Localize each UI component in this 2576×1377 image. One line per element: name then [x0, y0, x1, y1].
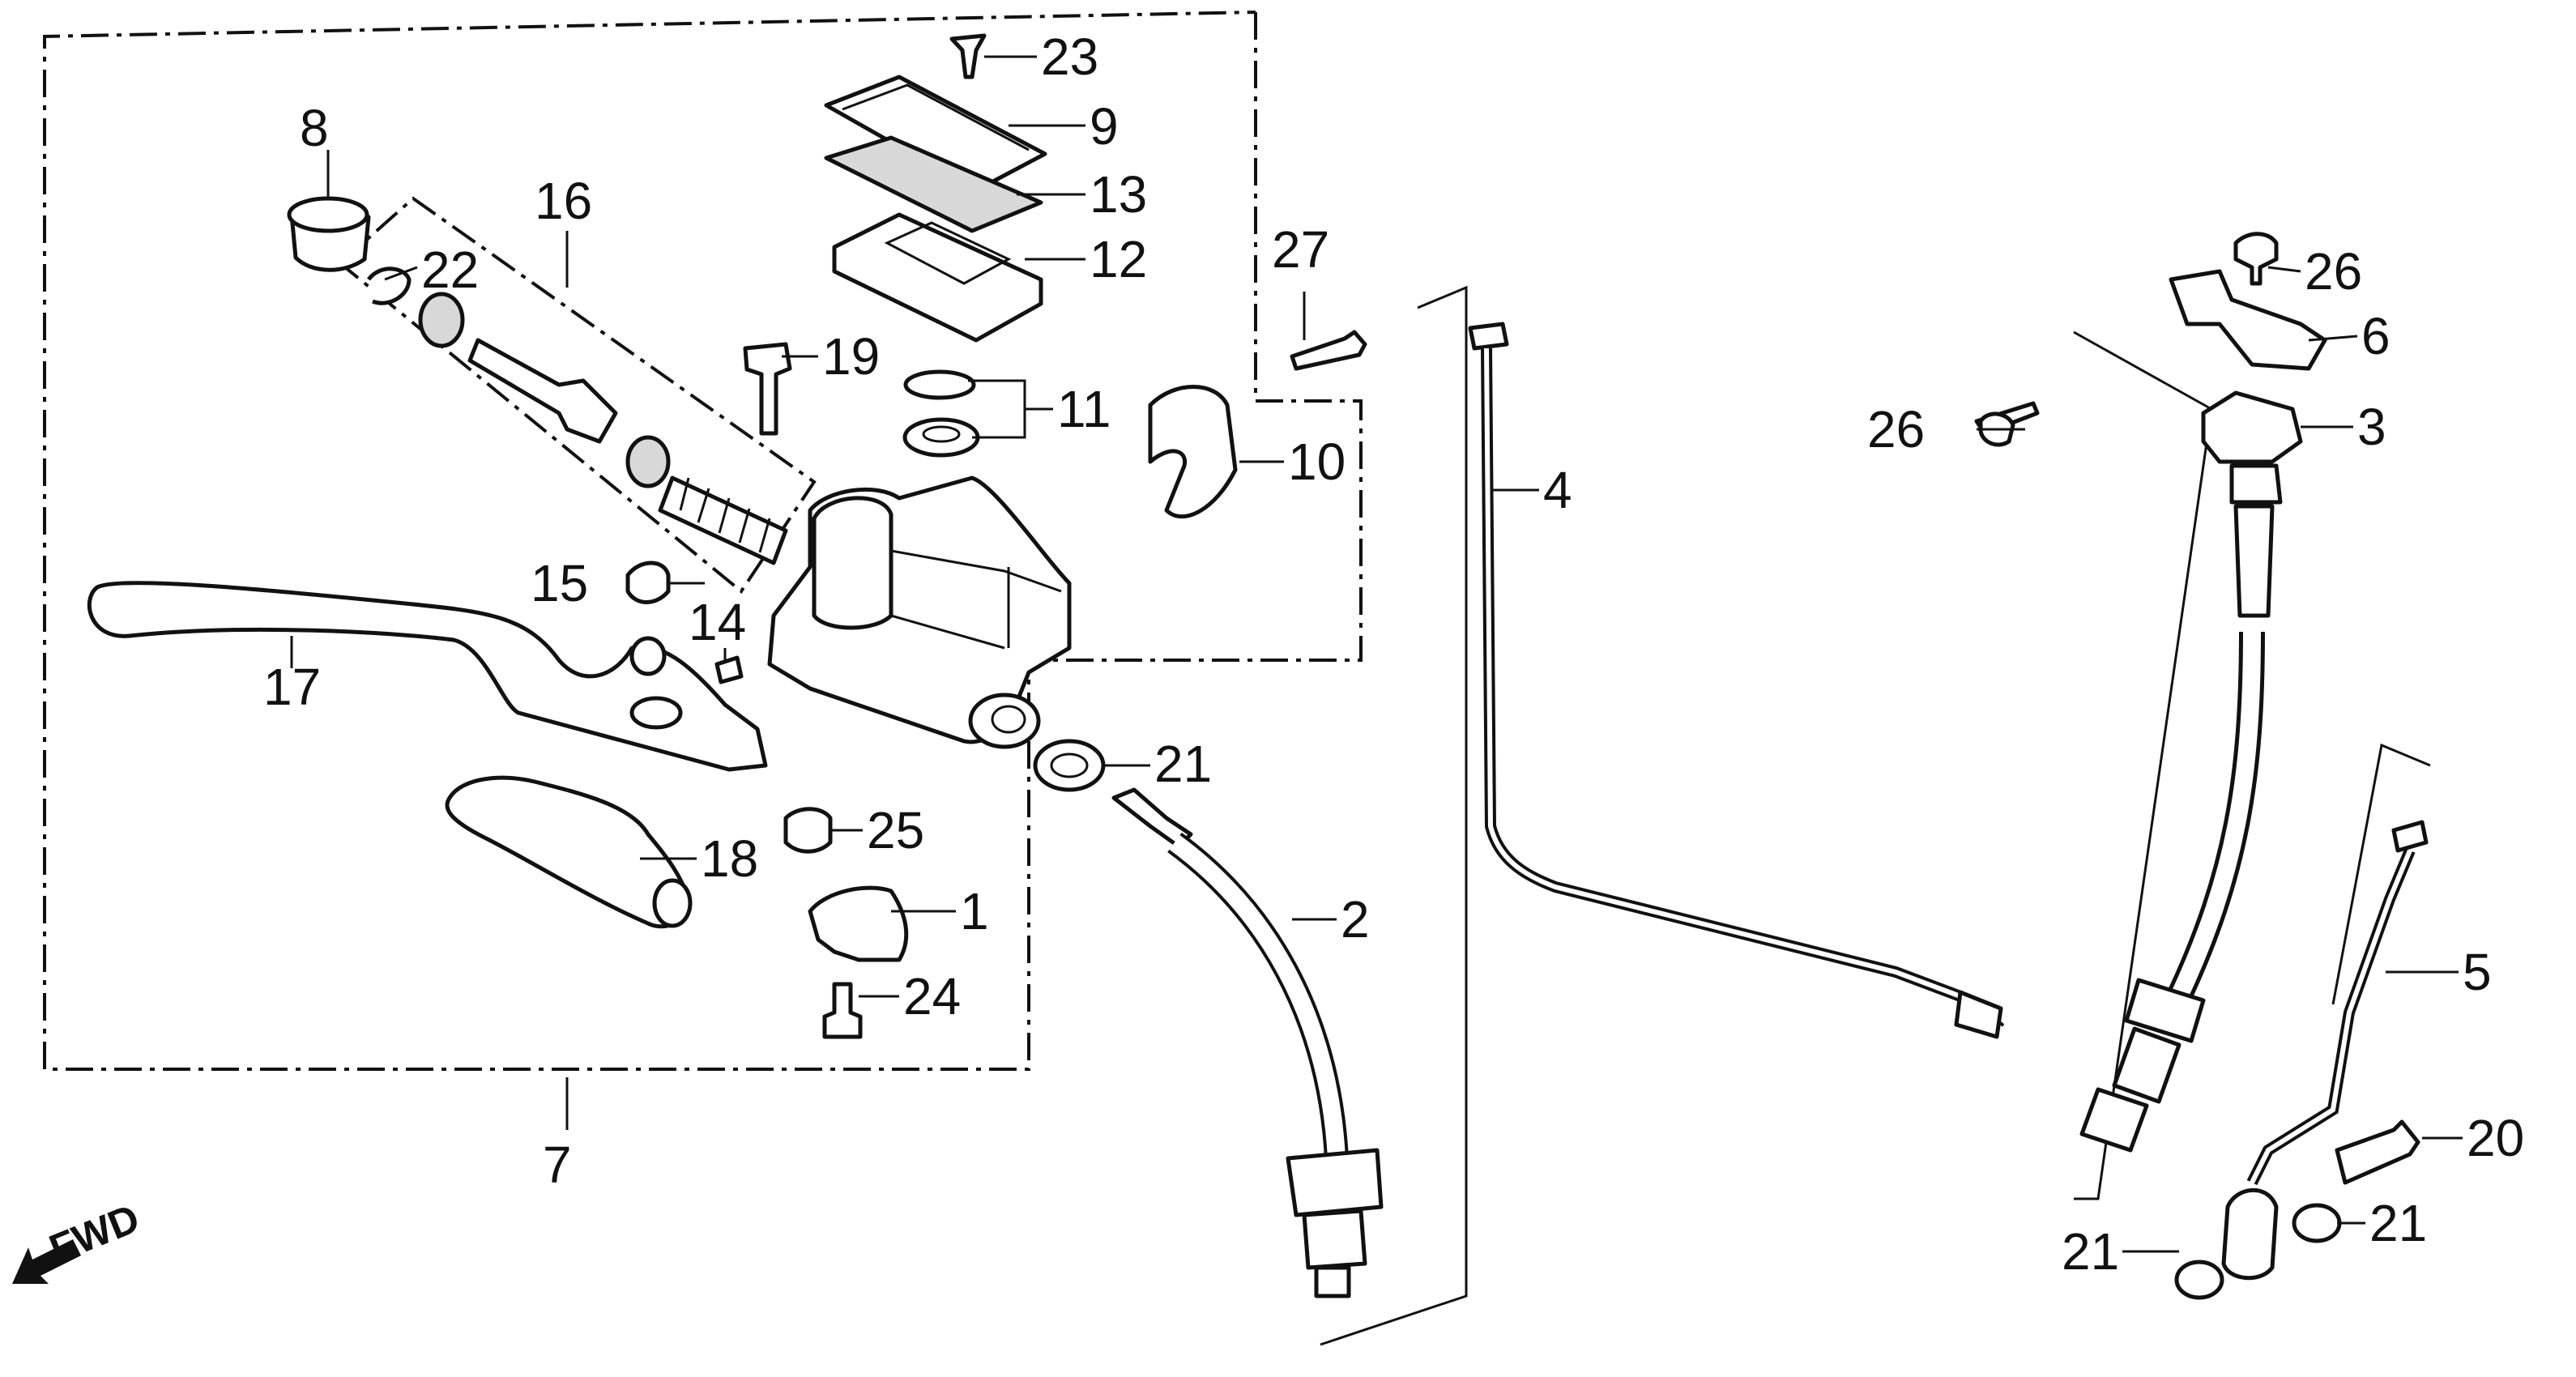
- boot-8: [287, 196, 371, 272]
- callout-11: 11: [1057, 380, 1111, 438]
- callout-20: 20: [2467, 1109, 2524, 1167]
- callout-8: 8: [300, 99, 329, 157]
- pin-14: [714, 655, 744, 684]
- callout-21-right: 21: [2369, 1194, 2427, 1252]
- holder-10: [1148, 385, 1238, 519]
- bolt-26-upper: [2233, 232, 2279, 286]
- callout-1: 1: [960, 882, 989, 940]
- callout-26-middle: 26: [1867, 400, 1925, 458]
- callout-17: 17: [263, 658, 321, 716]
- callout-4: 4: [1543, 461, 1572, 519]
- screw-24: [822, 982, 863, 1039]
- callout-7: 7: [543, 1136, 572, 1194]
- callout-16: 16: [535, 172, 592, 230]
- callout-5: 5: [2463, 943, 2492, 1001]
- callout-6: 6: [2361, 307, 2390, 365]
- washer-21-right: [2292, 1203, 2342, 1243]
- nut-15: [625, 561, 671, 604]
- piston-kit-16: [418, 292, 788, 565]
- callout-21-left: 21: [2062, 1222, 2119, 1281]
- diaphragm-12: [832, 212, 1043, 343]
- washer-21-upper: [1033, 739, 1106, 792]
- washer-21-left: [2174, 1260, 2224, 1300]
- callout-9: 9: [1090, 97, 1119, 156]
- pipe-frame-5: [2331, 743, 2431, 1005]
- switch-1: [808, 885, 909, 962]
- cap-25: [783, 807, 833, 854]
- callout-2: 2: [1341, 890, 1370, 949]
- callout-24: 24: [903, 967, 961, 1025]
- callout-18: 18: [701, 829, 758, 888]
- brake-hose-lower-right: [2079, 631, 2265, 1153]
- bracket-6: [2169, 269, 2327, 371]
- callout-10: 10: [1288, 433, 1346, 491]
- brake-pipe-5: [2221, 820, 2429, 1281]
- callout-26-upper: 26: [2305, 242, 2362, 301]
- callout-labels: 8 16 22 23 9 13 12 11 19 10 27 4 15 14 1…: [263, 28, 2524, 1281]
- forward-label: FWD: [43, 1196, 146, 1273]
- callout-13: 13: [1090, 165, 1147, 224]
- master-cylinder-body: [767, 475, 1072, 749]
- screw-23: [949, 33, 987, 79]
- set-plate-13: [824, 135, 1043, 233]
- bolt-20: [2335, 1119, 2420, 1185]
- forward-direction-indicator: FWD: [12, 1196, 146, 1284]
- pivot-bolt-19: [743, 342, 792, 436]
- bolt-27: [1290, 330, 1367, 371]
- kit-frame-16: [337, 196, 817, 594]
- callout-21-upper: 21: [1154, 735, 1212, 793]
- callout-19: 19: [822, 327, 880, 386]
- hose-frame-3: [2073, 330, 2213, 1200]
- callout-15: 15: [531, 554, 588, 612]
- lever-boot-18: [445, 775, 693, 929]
- circlip-22: [367, 266, 412, 305]
- brake-pipe-4: [1468, 322, 2005, 1039]
- three-way-joint-3: [2201, 390, 2303, 618]
- callout-27: 27: [1272, 220, 1329, 279]
- bolt-26-middle: [1974, 401, 2040, 447]
- callout-12: 12: [1090, 230, 1147, 288]
- assembly-frame-7: [43, 11, 1363, 1071]
- brake-lever-17: [87, 581, 768, 772]
- callout-14: 14: [689, 593, 746, 651]
- brake-hose-2: [1111, 787, 1384, 1298]
- leader-lines: [290, 55, 2463, 1253]
- forward-arrow-icon: [12, 1239, 81, 1284]
- callout-25: 25: [867, 801, 924, 859]
- seal-11: [902, 369, 980, 458]
- callout-22: 22: [421, 241, 479, 299]
- hose-frame-4: [1320, 285, 1468, 1346]
- callout-3: 3: [2357, 398, 2386, 456]
- callout-23: 23: [1041, 28, 1098, 86]
